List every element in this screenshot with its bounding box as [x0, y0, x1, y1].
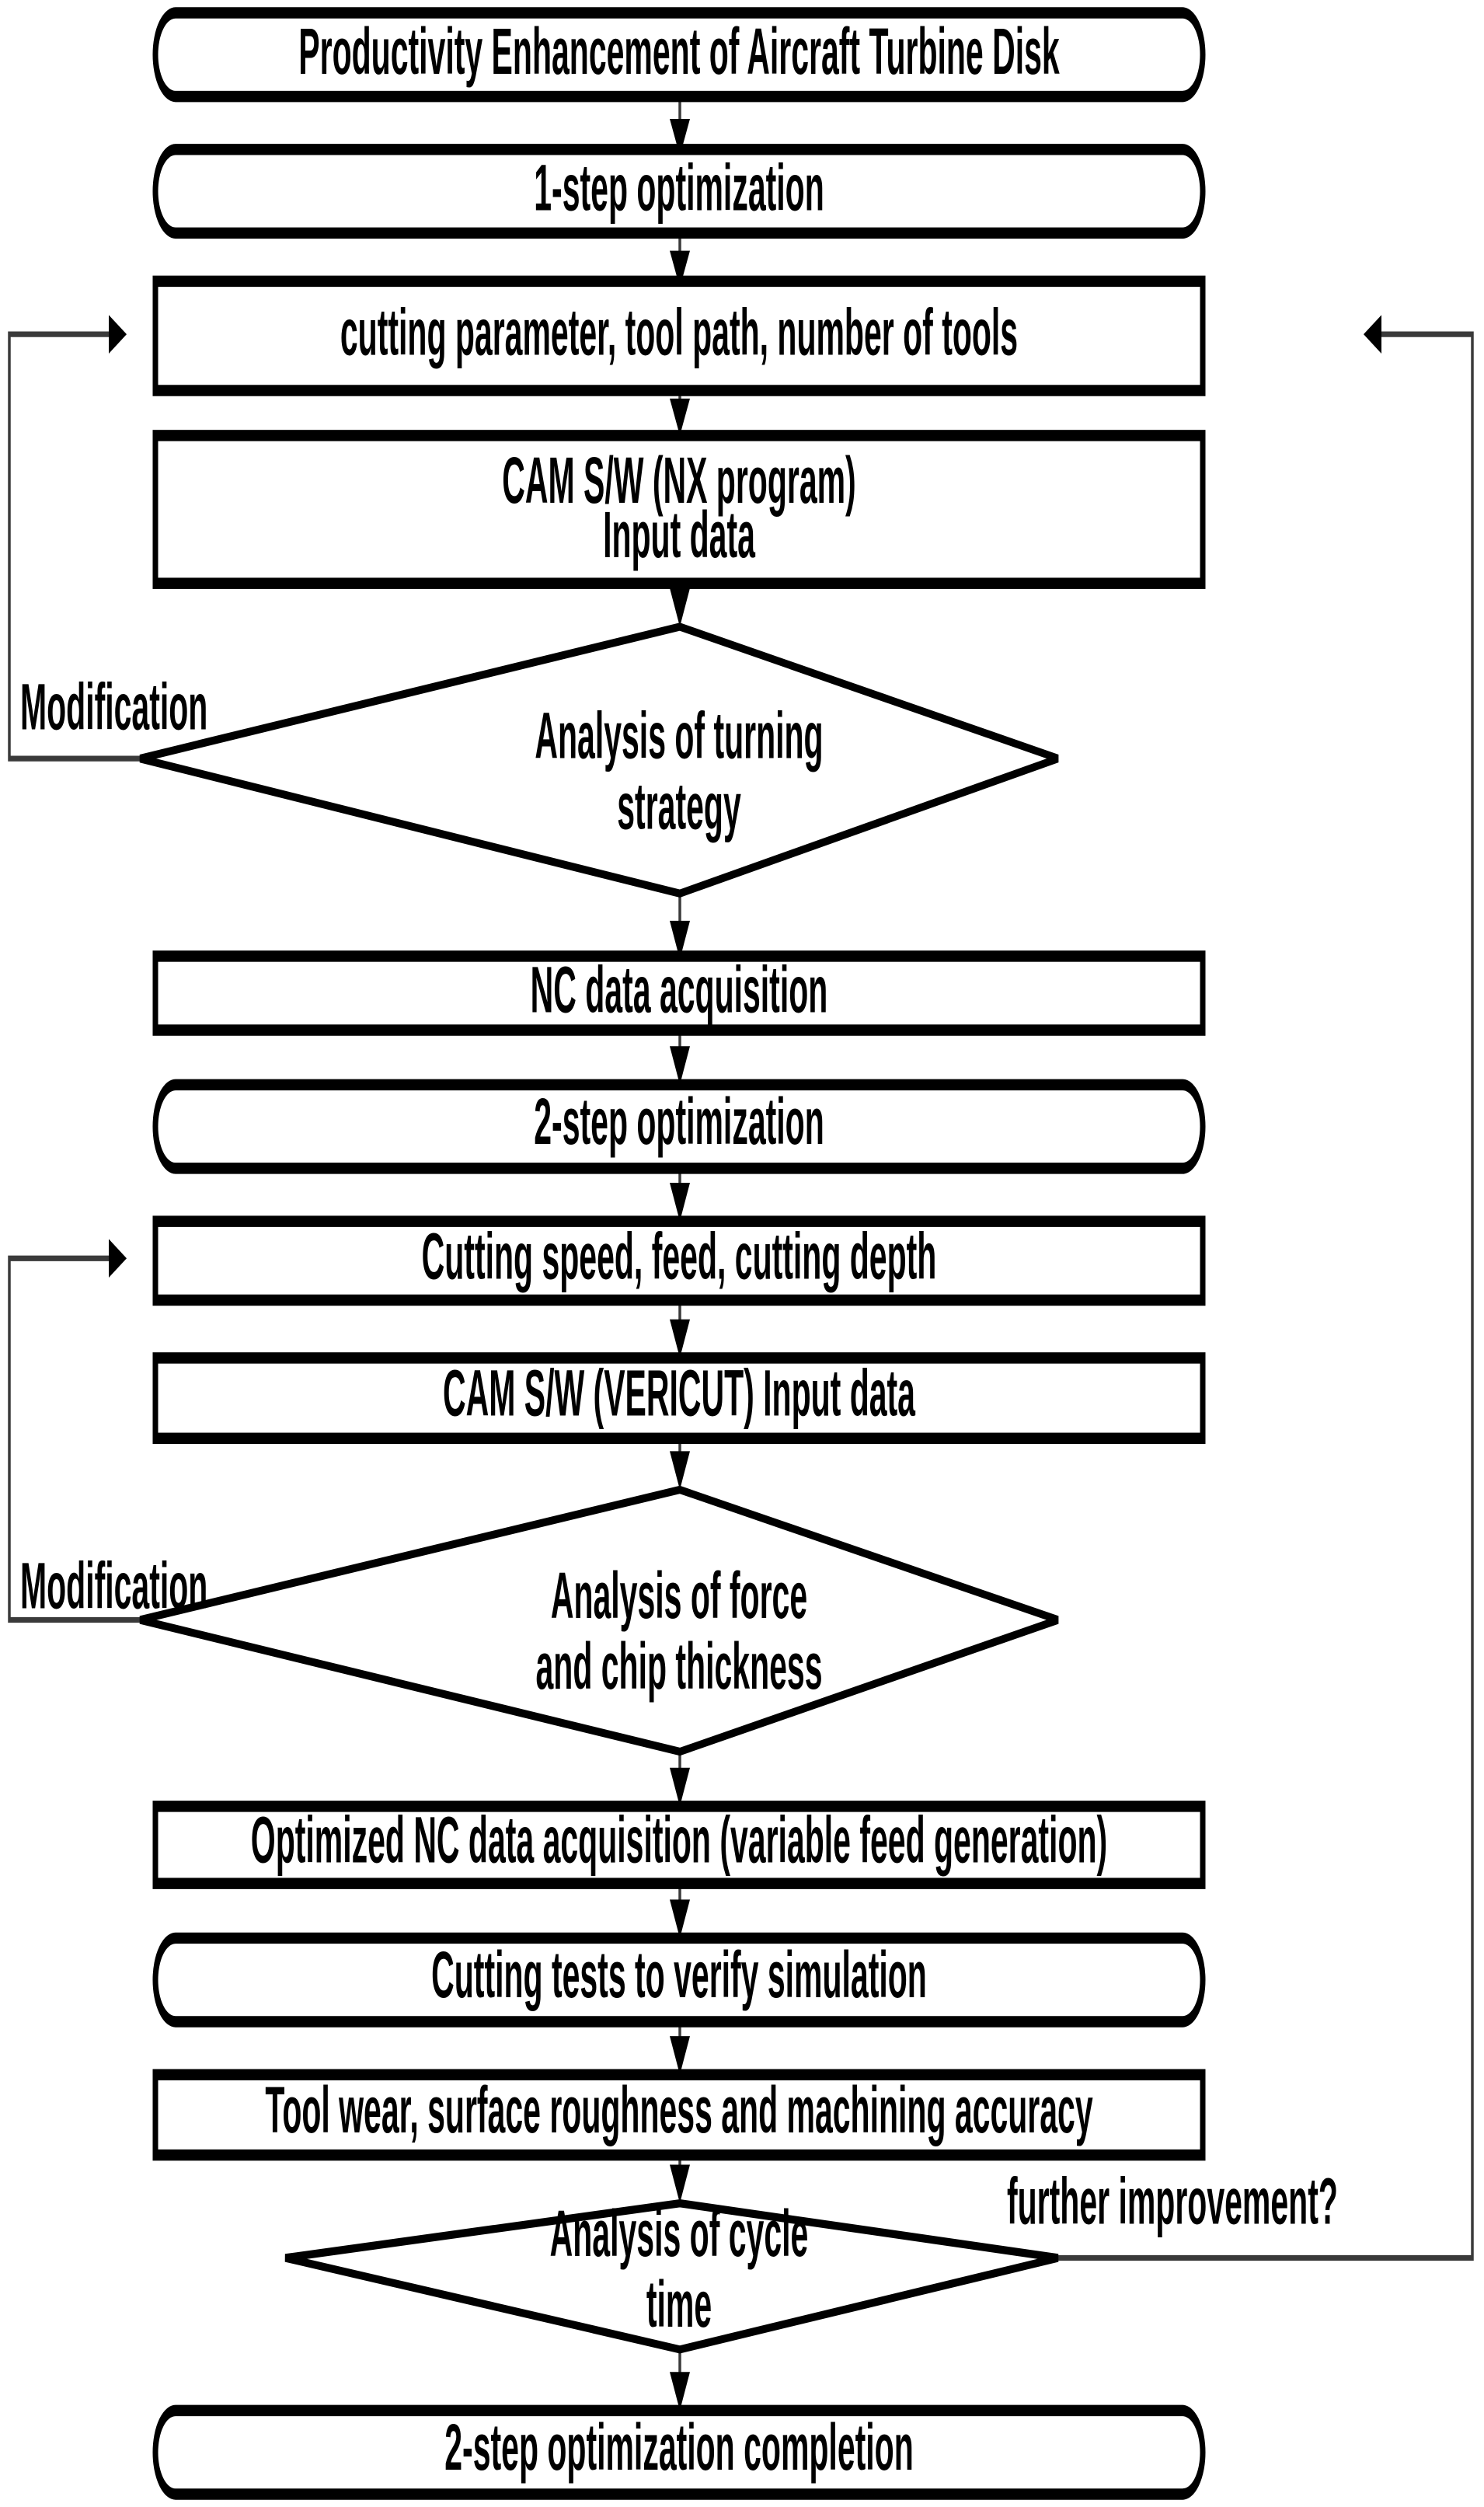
node-1-step-optimization[interactable]: 1-step optimization: [152, 144, 1206, 239]
node-label-line2: and chip thickness: [535, 1630, 822, 1703]
node-analysis-of-turning-strategy[interactable]: Analysis of turning strategy: [139, 622, 1059, 898]
connector-n3-n4: [670, 390, 690, 436]
node-nc-data-acquisition[interactable]: NC data acquisition: [152, 950, 1206, 1036]
connector-n10-n11: [670, 1752, 690, 1807]
node-cutting-speed-feed-depth[interactable]: Cutting speed, feed, cutting depth: [152, 1215, 1206, 1306]
node-label-line2: time: [646, 2268, 712, 2341]
node-label: Tool wear, surface roughness and machini…: [265, 2074, 1092, 2147]
node-label: 1-step optimization: [534, 152, 824, 225]
node-label-line2: strategy: [617, 771, 740, 844]
node-analysis-of-cycle-time[interactable]: Analysis of cycle time: [284, 2198, 1059, 2354]
node-label: Productivity Enhancement of Aircraft Tur…: [298, 16, 1060, 89]
node-2-step-optimization[interactable]: 2-step optimization: [152, 1079, 1206, 1174]
edge-label-modification-2: Modification: [20, 1550, 207, 1623]
node-cutting-parameter-tool-path[interactable]: cutting parameter, tool path, number of …: [152, 275, 1206, 396]
node-label: NC data acquisition: [531, 954, 828, 1027]
connector-n13-n14: [670, 2155, 690, 2204]
node-label: 2-step optimization: [534, 1086, 824, 1159]
node-tool-wear-surface-roughness[interactable]: Tool wear, surface roughness and machini…: [152, 2069, 1206, 2161]
connector-n14-n15: [670, 2349, 690, 2411]
node-cam-sw-vericut[interactable]: CAM S/W (VERICUT) Input data: [152, 1352, 1206, 1445]
edge-label-further-improvement: further improvement?: [1007, 2166, 1338, 2239]
node-label-line1: CAM S/W (NX program): [502, 445, 855, 518]
connector-n5-n6: [670, 893, 690, 960]
node-label-line1: Analysis of force: [551, 1560, 807, 1633]
node-label: Cutting speed, feed, cutting depth: [422, 1221, 937, 1294]
feedback-loop-modification-2: [8, 1239, 140, 1623]
edge-label-modification-1: Modification: [20, 671, 207, 744]
node-label-line1: Analysis of cycle: [550, 2198, 809, 2271]
feedback-loop-modification-1: [8, 315, 140, 762]
node-analysis-of-force-chip-thickness[interactable]: Analysis of force and chip thickness: [139, 1485, 1059, 1756]
node-label: cutting parameter, tool path, number of …: [340, 297, 1018, 370]
node-2-step-optimization-completion[interactable]: 2-step optimization completion: [152, 2404, 1206, 2500]
connector-n12-n13: [670, 2021, 690, 2075]
node-label: CAM S/W (VERICUT) Input data: [443, 1357, 916, 1430]
node-cutting-tests-verify-simulation[interactable]: Cutting tests to verify simulation: [152, 1932, 1206, 2028]
node-label: 2-step optimization completion: [444, 2411, 913, 2484]
node-cam-sw-nx-program[interactable]: CAM S/W (NX program) Input data: [152, 430, 1206, 589]
connector-n8-n9: [670, 1299, 690, 1358]
node-optimized-nc-data-acquisition[interactable]: Optimized NC data acquisition (variable …: [152, 1801, 1206, 1889]
node-label-line2: Input data: [603, 499, 755, 572]
node-productivity-enhancement[interactable]: Productivity Enhancement of Aircraft Tur…: [152, 7, 1206, 103]
node-label: Cutting tests to verify simulation: [431, 1939, 927, 2012]
connector-n7-n8: [670, 1168, 690, 1222]
node-label-line1: Analysis of turning: [535, 700, 823, 773]
connector-n9-n10: [670, 1438, 690, 1490]
node-label: Optimized NC data acquisition (variable …: [251, 1804, 1107, 1877]
connector-n11-n12: [670, 1883, 690, 1938]
